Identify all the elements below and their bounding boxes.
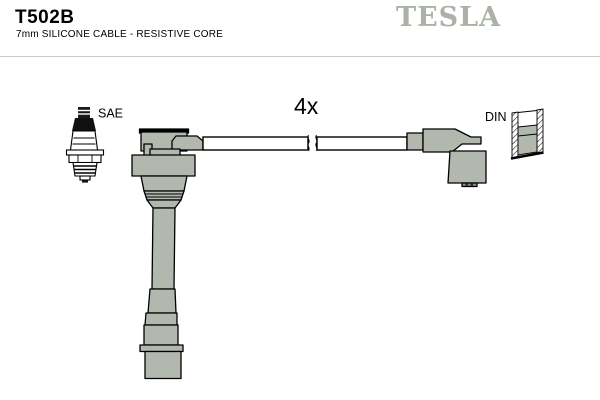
plug-electrode (82, 180, 88, 183)
boot-lower-segment-1 (147, 288, 177, 314)
boot-cable-nipple (171, 135, 204, 151)
plug-barrel (422, 128, 482, 153)
din-connector-icon (510, 108, 544, 160)
plug-hex (68, 154, 102, 164)
plug-ferrule (406, 132, 424, 151)
boot-lower-segment-2 (144, 312, 178, 326)
din-wall-left (511, 111, 519, 159)
plug-vertical-boot (447, 150, 487, 184)
plug-tip (79, 175, 91, 181)
cable-right-segment (316, 136, 408, 151)
header-divider (0, 56, 600, 57)
plug-gasket (65, 149, 105, 156)
ignition-cable (202, 134, 408, 152)
boot-flange (139, 344, 184, 353)
cable-left-segment (202, 136, 309, 151)
brand-logo: TESLA (396, 2, 502, 33)
boot-lower-segment-3 (143, 324, 179, 346)
din-top-rim (517, 110, 538, 113)
din-wall-right (536, 108, 544, 154)
din-inner-plug (517, 124, 538, 156)
part-number: T502B (15, 7, 75, 28)
plug-terminal-dot (465, 183, 469, 187)
plug-terminal (78, 107, 90, 118)
plug-insulator-top (72, 118, 96, 131)
boot-shoulder (146, 199, 182, 209)
spark-plug-icon (65, 107, 105, 183)
din-bottom-edge (510, 151, 544, 160)
boot-rib-segment (143, 190, 185, 201)
din-label: DIN (485, 110, 507, 124)
din-inner-line (517, 133, 538, 137)
cable-break-mark (315, 134, 318, 152)
boot-collar (131, 154, 196, 177)
quantity-label: 4x (294, 93, 319, 119)
spark-plug-boot (131, 128, 204, 380)
product-subtitle: 7mm SILICONE CABLE - RESISTIVE CORE (16, 29, 224, 40)
plug-ceramic (69, 130, 99, 151)
boot-taper-upper (140, 175, 188, 192)
boot-bottom-cylinder (144, 350, 182, 380)
sae-label: SAE (98, 107, 123, 121)
plug-terminal-dot (470, 183, 474, 187)
plug-terminal-base (461, 182, 478, 188)
cable-break-mark (307, 134, 310, 152)
boot-shaft (151, 207, 176, 290)
distributor-elbow-plug (406, 128, 487, 188)
